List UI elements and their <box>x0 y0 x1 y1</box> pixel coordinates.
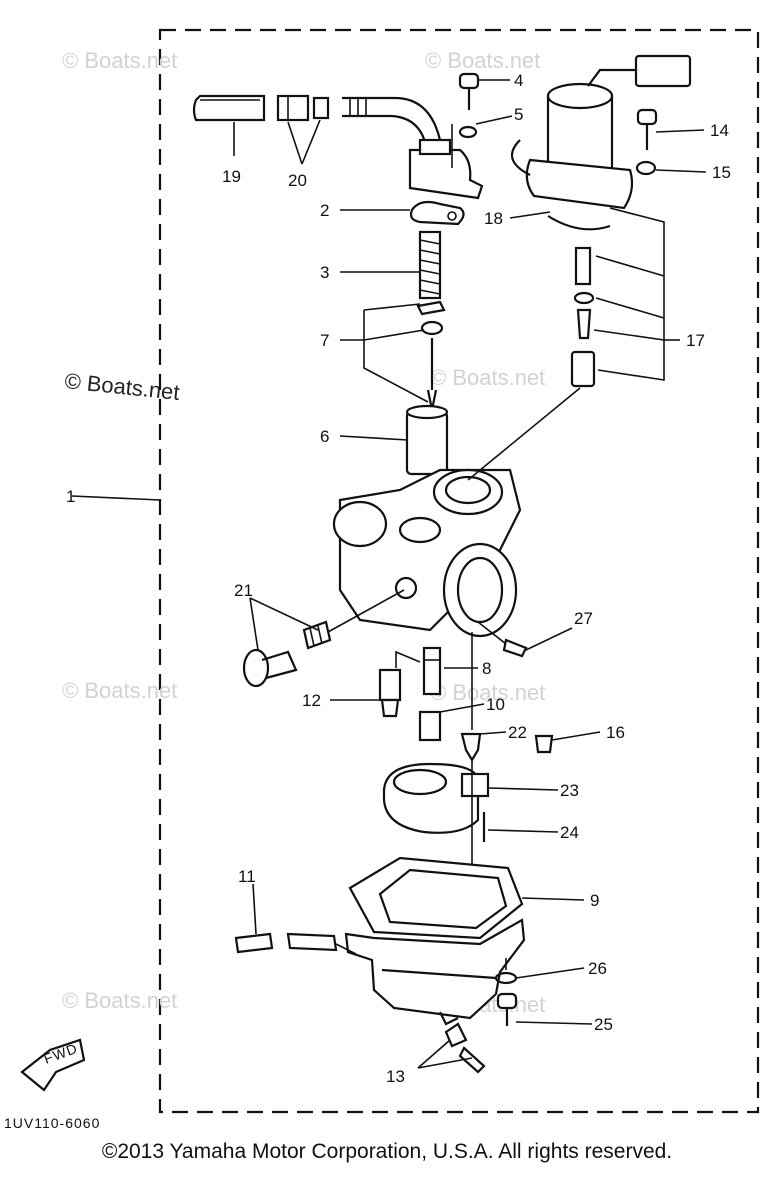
callout-label: 3 <box>320 263 329 282</box>
callout-label: 4 <box>514 71 523 90</box>
callout-label: 5 <box>514 105 523 124</box>
part-nuts <box>276 94 330 122</box>
leader-line <box>525 627 573 651</box>
callout-label: 23 <box>560 781 579 800</box>
part-screw <box>636 108 658 150</box>
callout-label: 6 <box>320 427 329 446</box>
callout-label: 2 <box>320 201 329 220</box>
callout-label: 22 <box>508 723 527 742</box>
leader-line <box>417 1039 451 1069</box>
part-float-chamber <box>344 918 526 1026</box>
part-screw <box>534 734 554 754</box>
leader-line <box>417 1057 473 1069</box>
part-washer <box>458 125 478 139</box>
part-starter-solenoid <box>510 54 692 210</box>
callout-label: 27 <box>574 609 593 628</box>
part-jet-needle <box>416 300 446 411</box>
leader-line <box>249 597 259 651</box>
callout-label: 16 <box>606 723 625 742</box>
part-jet <box>378 668 402 718</box>
part-cable-hose <box>342 96 442 158</box>
leader-line <box>327 589 405 633</box>
part-cap <box>192 94 266 122</box>
part-screw <box>502 638 528 658</box>
callout-label: 7 <box>320 331 329 350</box>
part-float <box>382 762 490 834</box>
callout-label: 1 <box>66 487 75 506</box>
part-drain-screw <box>444 1022 486 1074</box>
callout-label: 21 <box>234 581 253 600</box>
callout-label: 10 <box>486 695 505 714</box>
callout-label: 14 <box>710 121 729 140</box>
part-main-jet <box>418 710 442 742</box>
part-throttle-valve <box>405 404 449 476</box>
leader-line <box>467 387 581 481</box>
callout-label: 9 <box>590 891 599 910</box>
callout-label: 11 <box>238 867 256 886</box>
part-starter-plunger-set <box>570 246 596 388</box>
leader-line <box>249 597 319 631</box>
leader-line <box>395 650 421 668</box>
diagram-code: 1UV110-6060 <box>4 1115 100 1131</box>
leader-line <box>252 883 257 935</box>
callout-label: 8 <box>482 659 491 678</box>
callout-label: 17 <box>686 331 705 350</box>
part-carburetor-body <box>332 468 522 638</box>
leader-line <box>593 207 665 381</box>
watermark: © Boats.net <box>62 48 177 73</box>
copyright-notice: ©2013 Yamaha Motor Corporation, U.S.A. A… <box>101 1140 673 1163</box>
callout-label: 12 <box>302 691 321 710</box>
part-washer <box>635 160 657 176</box>
callout-label: 15 <box>712 163 731 182</box>
part-float-needle <box>460 732 482 763</box>
forward-arrow-icon: FWD <box>20 1038 86 1092</box>
part-gasket <box>409 200 465 226</box>
leader-line <box>477 621 507 645</box>
watermark: © Boats.net <box>63 368 180 405</box>
part-pilot-screw <box>242 620 332 688</box>
part-screw <box>458 72 480 110</box>
callout-label: 13 <box>386 1067 405 1086</box>
callout-label: 24 <box>560 823 579 842</box>
callout-label: 20 <box>288 171 307 190</box>
watermark: © Boats.net <box>430 365 545 390</box>
watermark: © Boats.net <box>430 680 545 705</box>
callout-leaders <box>71 79 707 1025</box>
callout-label: 19 <box>222 167 241 186</box>
watermark: © Boats.net <box>62 678 177 703</box>
part-spring <box>418 230 442 300</box>
assembly-boundary <box>158 28 760 1114</box>
part-screw <box>496 992 518 1026</box>
watermark: © Boats.net <box>425 48 540 73</box>
watermark: © Boats.net <box>62 988 177 1013</box>
part-float-chamber-gasket <box>348 856 524 940</box>
part-drain-hose <box>234 932 357 955</box>
part-top-cap <box>408 138 484 200</box>
part-o-ring <box>547 215 611 231</box>
callout-label: 18 <box>484 209 503 228</box>
callout-label: 26 <box>588 959 607 978</box>
callout-label: 25 <box>594 1015 613 1034</box>
part-needle-jet <box>422 646 442 696</box>
